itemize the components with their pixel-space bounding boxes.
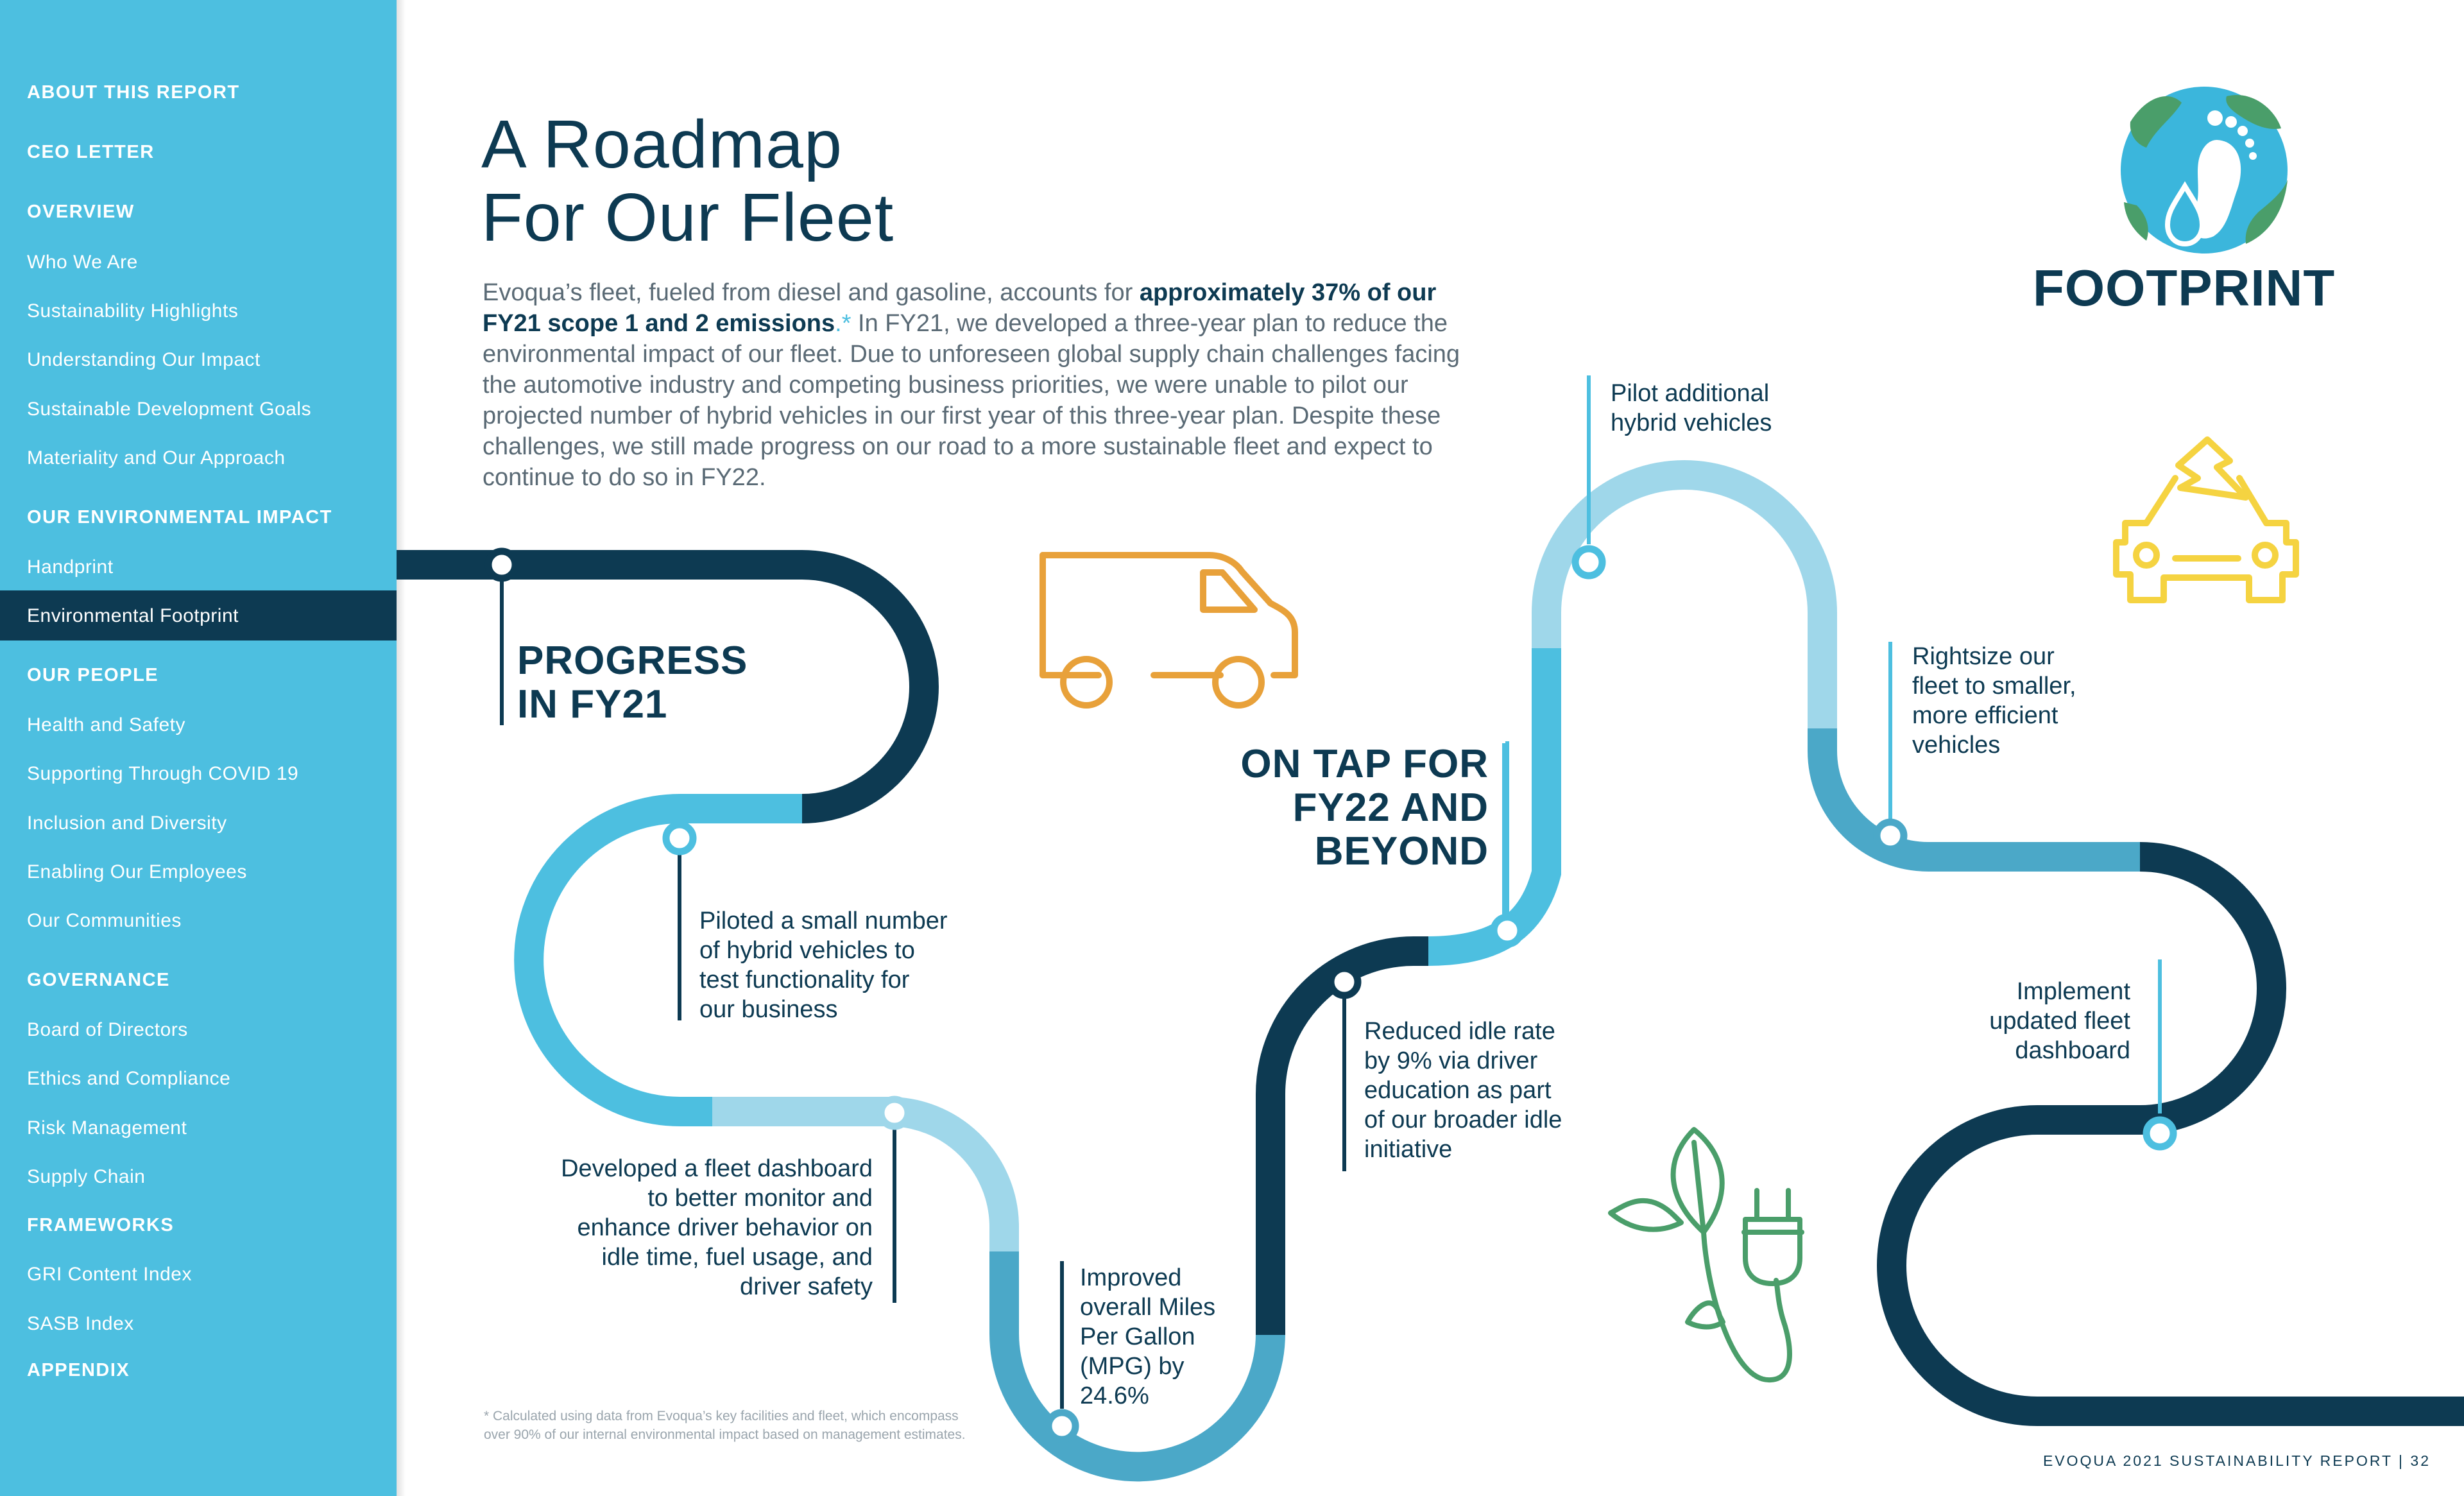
caption-line: 24.6% <box>1080 1382 1149 1409</box>
sidebar-item-appendix[interactable]: APPENDIX <box>27 1360 130 1380</box>
sidebar-item-our-communities[interactable]: Our Communities <box>27 910 182 931</box>
intro-paragraph: Evoqua’s fleet, fueled from diesel and g… <box>483 277 1484 493</box>
sidebar-item-inclusion-and-diversity[interactable]: Inclusion and Diversity <box>27 812 227 834</box>
milestone-caption-rightsize: Rightsize our fleet to smaller, more eff… <box>1912 642 2076 760</box>
electric-car-icon <box>2113 436 2299 603</box>
milestone-marker <box>1490 913 1525 948</box>
sidebar-item-supporting-through-covid[interactable]: Supporting Through COVID 19 <box>27 763 299 784</box>
progress-fy21-heading: PROGRESS IN FY21 <box>517 639 748 727</box>
intro-text-2: In FY21, we developed a three-year plan … <box>483 310 1460 491</box>
milestone-caption-hybrid-pilot: Piloted a small number of hybrid vehicle… <box>699 906 948 1024</box>
sidebar-active-highlight <box>0 590 397 641</box>
page-title-line-2: For Our Fleet <box>481 180 894 255</box>
globe-footprint-icon <box>2121 87 2288 254</box>
intro-text-1: Evoqua’s fleet, fueled from diesel and g… <box>483 279 1140 306</box>
caption-line: to better monitor and <box>647 1185 873 1212</box>
intro-emphasis: approximately 37% of our FY21 scope 1 an… <box>483 279 1437 337</box>
progress-heading-line: PROGRESS <box>517 639 748 683</box>
caption-line: Rightsize our <box>1912 643 2055 670</box>
sidebar-item-ceo-letter[interactable]: CEO LETTER <box>27 142 155 162</box>
sidebar-item-supply-chain[interactable]: Supply Chain <box>27 1166 146 1187</box>
page-footer: EVOQUA 2021 SUSTAINABILITY REPORT | 32 <box>2042 1452 2431 1469</box>
caption-line: Pilot additional <box>1611 380 1770 407</box>
intro-asterisk: .* <box>835 310 851 337</box>
sidebar-item-about-this-report[interactable]: ABOUT THIS REPORT <box>27 82 240 103</box>
caption-line: Implement <box>2016 978 2130 1005</box>
tap-heading-line: BEYOND <box>1314 829 1489 873</box>
caption-line: driver safety <box>740 1273 873 1300</box>
sidebar-item-gri-content-index[interactable]: GRI Content Index <box>27 1264 192 1285</box>
milestone-caption-mpg: Improved overall Miles Per Gallon (MPG) … <box>1080 1263 1215 1411</box>
progress-heading-line: IN FY21 <box>517 682 668 727</box>
sidebar-item-health-and-safety[interactable]: Health and Safety <box>27 714 185 735</box>
sidebar-item-governance[interactable]: GOVERNANCE <box>27 970 170 990</box>
caption-line: hybrid vehicles <box>1611 409 1772 436</box>
sidebar-nav: ABOUT THIS REPORT CEO LETTER OVERVIEW Wh… <box>0 0 406 1496</box>
tap-heading-line: ON TAP FOR <box>1240 742 1489 786</box>
milestone-marker <box>662 821 697 855</box>
leaf-plug-icon <box>1608 1127 1804 1383</box>
caption-line: fleet to smaller, <box>1912 673 2076 700</box>
caption-line: Improved <box>1080 1264 1182 1291</box>
tap-heading-rule <box>1502 743 1506 916</box>
footnote: * Calculated using data from Evoqua’s ke… <box>484 1409 966 1442</box>
milestone-marker <box>1327 965 1362 999</box>
milestone-caption-updated-dashboard: Implement updated fleet dashboard <box>1899 977 2130 1065</box>
milestone-marker <box>2143 1116 2177 1151</box>
caption-line: dashboard <box>2015 1037 2130 1064</box>
milestone-caption-fleet-dashboard: Developed a fleet dashboard to better mo… <box>488 1154 873 1302</box>
sidebar-item-board-of-directors[interactable]: Board of Directors <box>27 1019 188 1040</box>
caption-line: of hybrid vehicles to <box>699 937 915 964</box>
sidebar-item-understanding-our-impact[interactable]: Understanding Our Impact <box>27 349 261 370</box>
caption-line: Per Gallon <box>1080 1323 1195 1350</box>
van-icon <box>1040 552 1298 709</box>
caption-line: vehicles <box>1912 732 2001 759</box>
milestone-marker <box>877 1096 912 1130</box>
caption-line: education as part <box>1364 1077 1552 1104</box>
sidebar-item-sustainability-highlights[interactable]: Sustainability Highlights <box>27 300 239 322</box>
milestone-marker <box>1571 545 1606 580</box>
page-title: A Roadmap For Our Fleet <box>481 108 894 254</box>
milestone-caption-pilot-hybrid: Pilot additional hybrid vehicles <box>1611 379 1772 438</box>
sidebar-item-our-environmental-impact[interactable]: OUR ENVIRONMENTAL IMPACT <box>27 507 332 528</box>
caption-line: by 9% via driver <box>1364 1047 1538 1074</box>
caption-line: Reduced idle rate <box>1364 1018 1555 1045</box>
caption-line: test functionality for <box>699 967 910 993</box>
sidebar-item-sasb-index[interactable]: SASB Index <box>27 1313 134 1334</box>
sidebar-item-materiality[interactable]: Materiality and Our Approach <box>27 447 286 469</box>
sidebar-item-enabling-our-employees[interactable]: Enabling Our Employees <box>27 861 247 882</box>
milestone-caption-idle-rate: Reduced idle rate by 9% via driver educa… <box>1364 1017 1562 1164</box>
caption-line: of our broader idle <box>1364 1106 1562 1133</box>
footprint-label: FOOTPRINT <box>2033 259 2336 316</box>
caption-line: idle time, fuel usage, and <box>601 1244 873 1271</box>
sidebar-item-environmental-footprint[interactable]: Environmental Footprint <box>27 605 239 626</box>
sidebar-item-handprint[interactable]: Handprint <box>27 556 114 578</box>
caption-line: our business <box>699 996 838 1023</box>
tap-heading-line: FY22 AND <box>1292 786 1489 830</box>
sidebar-item-ethics-and-compliance[interactable]: Ethics and Compliance <box>27 1068 231 1089</box>
caption-line: Developed a fleet dashboard <box>561 1155 873 1182</box>
caption-line: overall Miles <box>1080 1294 1216 1321</box>
caption-line: enhance driver behavior on <box>577 1214 873 1241</box>
caption-line: more efficient <box>1912 702 2058 729</box>
sidebar-item-our-people[interactable]: OUR PEOPLE <box>27 665 159 685</box>
sidebar-item-sustainable-development-goals[interactable]: Sustainable Development Goals <box>27 399 312 420</box>
caption-line: Piloted a small number <box>699 907 948 934</box>
sidebar-item-frameworks[interactable]: FRAMEWORKS <box>27 1215 175 1235</box>
caption-line: updated fleet <box>1989 1008 2130 1035</box>
caption-line: (MPG) by <box>1080 1353 1185 1380</box>
page-title-line-1: A Roadmap <box>481 107 843 182</box>
on-tap-fy22-heading: ON TAP FOR FY22 AND BEYOND <box>1194 743 1489 873</box>
sidebar-item-risk-management[interactable]: Risk Management <box>27 1117 187 1139</box>
milestone-marker <box>1045 1409 1079 1443</box>
caption-line: initiative <box>1364 1136 1453 1163</box>
milestone-marker <box>1873 818 1908 853</box>
sidebar-item-overview[interactable]: OVERVIEW <box>27 202 135 222</box>
sidebar-item-who-we-are[interactable]: Who We Are <box>27 252 138 273</box>
milestone-marker <box>484 547 519 582</box>
